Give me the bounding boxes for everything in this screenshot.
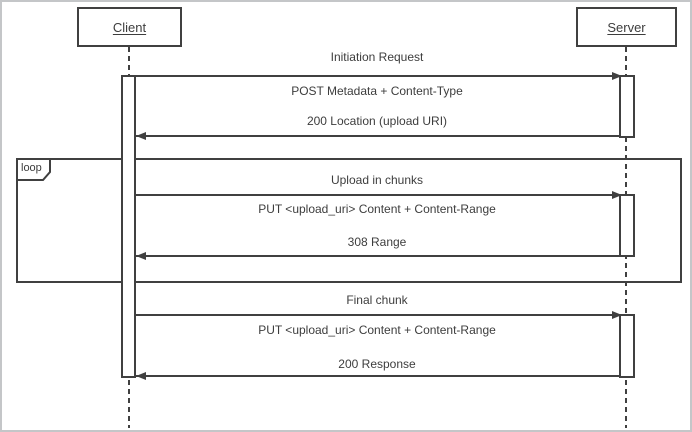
- request-line-1: [135, 75, 619, 77]
- actor-client-box: Client: [77, 7, 182, 47]
- loop-frame: [16, 158, 682, 283]
- request-label-1: POST Metadata + Content-Type: [291, 84, 463, 98]
- server-activation-bar-1: [619, 75, 635, 138]
- actor-client-label: Client: [112, 19, 147, 35]
- request-arrowhead-1-icon: [612, 72, 622, 80]
- request-line-3: [135, 314, 619, 316]
- loop-tag-label: loop: [21, 162, 42, 174]
- server-activation-bar-3: [619, 314, 635, 378]
- response-label-1: 200 Location (upload URI): [306, 114, 448, 128]
- section-2-title: Upload in chunks: [330, 173, 424, 187]
- request-line-2: [135, 194, 619, 196]
- client-activation-bar: [121, 75, 136, 378]
- request-arrowhead-2-icon: [612, 191, 622, 199]
- server-activation-bar-2: [619, 194, 635, 257]
- response-arrowhead-1-icon: [136, 132, 146, 140]
- loop-tag-shape: [16, 158, 51, 181]
- actor-server-label: Server: [607, 19, 646, 35]
- response-label-3: 200 Response: [338, 357, 416, 371]
- section-3-title: Final chunk: [346, 293, 408, 307]
- section-1-title: Initiation Request: [330, 50, 424, 64]
- request-label-2: PUT <upload_uri> Content + Content-Range: [258, 202, 496, 216]
- response-arrowhead-3-icon: [136, 372, 146, 380]
- response-line-2: [136, 255, 619, 257]
- response-line-1: [136, 135, 619, 137]
- request-arrowhead-3-icon: [612, 311, 622, 319]
- loop-tag: loop: [16, 158, 52, 181]
- actor-server-box: Server: [576, 7, 677, 47]
- response-label-2: 308 Range: [347, 235, 407, 249]
- response-arrowhead-2-icon: [136, 252, 146, 260]
- request-label-3: PUT <upload_uri> Content + Content-Range: [258, 323, 496, 337]
- response-line-3: [136, 375, 619, 377]
